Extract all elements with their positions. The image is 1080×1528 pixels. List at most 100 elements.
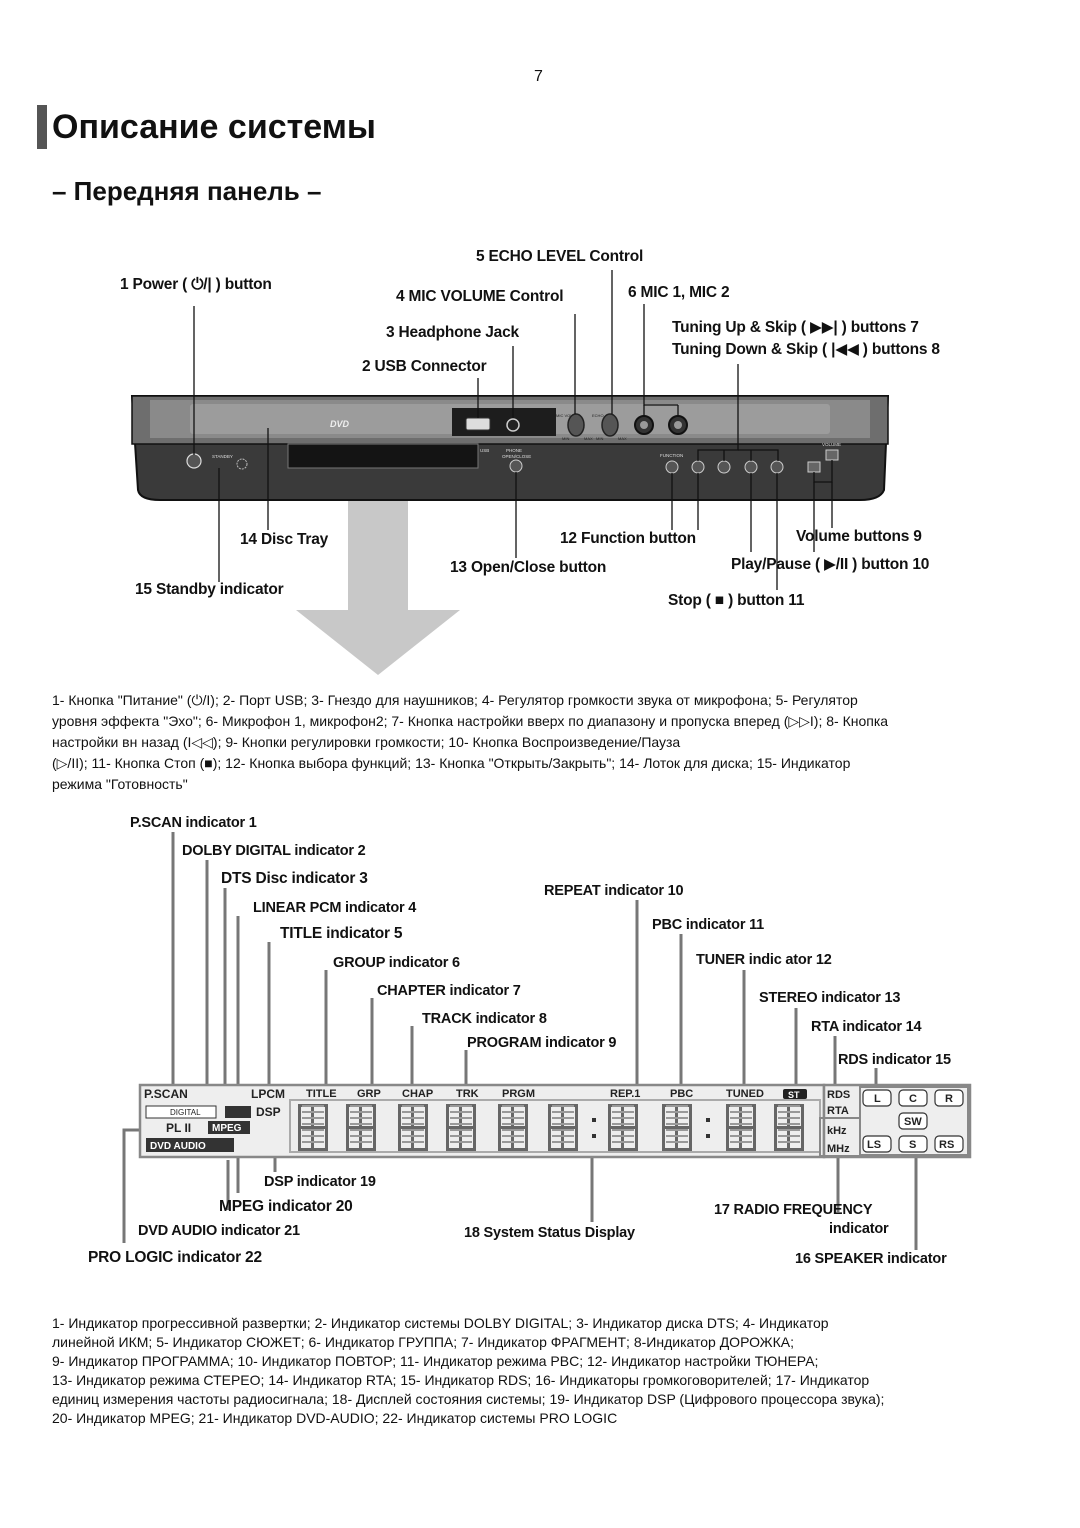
svg-text:PBC: PBC: [670, 1088, 693, 1100]
label-tuning-up: Tuning Up & Skip ( ▶▶| ) buttons 7: [672, 319, 919, 336]
lcd-digit: [608, 1104, 638, 1151]
svg-text:RS: RS: [939, 1139, 954, 1151]
desc-line: настройки вн назад (I◁◁); 9- Кнопки регу…: [52, 734, 681, 750]
label-mic-volume: 4 MIC VOLUME Control: [396, 288, 564, 305]
display-leader-lines: [122, 832, 918, 1250]
label-power-button: 1 Power ( ⏻/| ) button: [120, 276, 272, 293]
lcd-digit: [548, 1104, 578, 1151]
lcd-colon: [592, 1134, 596, 1138]
svg-text:C: C: [909, 1093, 917, 1105]
desc-line: единиц измерения частоты радиосигнала; 1…: [52, 1391, 885, 1407]
svg-text:MPEG: MPEG: [212, 1123, 242, 1134]
display-description: 1- Индикатор прогрессивной развертки; 2-…: [52, 1314, 884, 1428]
svg-text:MIC VOL: MIC VOL: [556, 413, 573, 418]
desc-line: уровня эффекта "Эхо"; 6- Микрофон 1, мик…: [52, 713, 889, 729]
svg-text:LPCM: LPCM: [251, 1087, 285, 1101]
desc-line: 13- Индикатор режима СТЕРЕО; 14- Индикат…: [52, 1372, 870, 1388]
label-usb-connector: 2 USB Connector: [362, 358, 487, 375]
lcd-digit: [726, 1104, 756, 1151]
lcd-digits: [298, 1104, 804, 1151]
desc-line: режима "Готовность": [52, 776, 188, 792]
svg-text:RDS: RDS: [827, 1089, 850, 1101]
label-function-button: 12 Function button: [560, 530, 696, 547]
label-dsp: DSP indicator 19: [264, 1174, 376, 1190]
label-stereo: STEREO indicator 13: [759, 990, 901, 1006]
label-dolby-digital: DOLBY DIGITAL indicator 2: [182, 843, 366, 859]
svg-text:SW: SW: [904, 1116, 922, 1128]
lcd-digit: [298, 1104, 328, 1151]
label-pro-logic: PRO LOGIC indicator 22: [88, 1249, 262, 1266]
svg-text:MAX: MAX: [584, 436, 593, 441]
desc-line: 20- Индикатор MPEG; 21- Индикатор DVD-AU…: [52, 1410, 618, 1426]
label-tuner: TUNER indic ator 12: [696, 952, 832, 968]
svg-text:REP.1: REP.1: [610, 1088, 640, 1100]
svg-text:MAX: MAX: [618, 436, 627, 441]
dvd-logo: DVD: [330, 419, 350, 429]
svg-text:kHz: kHz: [827, 1125, 847, 1137]
svg-text:DVD AUDIO: DVD AUDIO: [150, 1141, 206, 1152]
svg-text:STANDBY: STANDBY: [212, 454, 233, 459]
page-title: Описание системы: [52, 108, 376, 146]
svg-text:LS: LS: [867, 1139, 881, 1151]
svg-text:DSP: DSP: [256, 1105, 281, 1119]
label-dts: DTS Disc indicator 3: [221, 870, 368, 887]
desc-line: 1- Индикатор прогрессивной развертки; 2-…: [52, 1315, 829, 1331]
desc-line: линейной ИКМ; 5- Индикатор СЮЖЕТ; 6- Инд…: [52, 1334, 794, 1350]
label-headphone-jack: 3 Headphone Jack: [386, 324, 519, 341]
svg-text:PRGM: PRGM: [502, 1088, 535, 1100]
label-rds: RDS indicator 15: [838, 1052, 951, 1068]
svg-text:OPEN/CLOSE: OPEN/CLOSE: [502, 454, 531, 459]
svg-text:GRP: GRP: [357, 1088, 381, 1100]
lcd-digit: [446, 1104, 476, 1151]
svg-text:MIN: MIN: [596, 436, 603, 441]
label-open-close: 13 Open/Close button: [450, 559, 607, 576]
label-standby-indicator: 15 Standby indicator: [135, 581, 284, 598]
label-track: TRACK indicator 8: [422, 1011, 547, 1027]
svg-text:MHz: MHz: [827, 1143, 850, 1155]
svg-text:TITLE: TITLE: [306, 1088, 337, 1100]
lcd-colon: [592, 1118, 596, 1122]
label-tuning-down: Tuning Down & Skip ( |◀◀ ) buttons 8: [672, 341, 940, 358]
label-radio-frequency-2: indicator: [829, 1221, 889, 1237]
svg-text:R: R: [945, 1093, 953, 1105]
page-number: 7: [534, 68, 543, 85]
label-program: PROGRAM indicator 9: [467, 1035, 617, 1051]
svg-text:PL II: PL II: [166, 1121, 191, 1135]
label-repeat: REPEAT indicator 10: [544, 883, 684, 899]
down-arrow-graphic: [296, 470, 460, 675]
label-pbc: PBC indicator 11: [652, 917, 765, 933]
lcd-digit: [774, 1104, 804, 1151]
lcd-digit: [498, 1104, 528, 1151]
label-chapter: CHAPTER indicator 7: [377, 983, 521, 999]
lcd-digit: [398, 1104, 428, 1151]
svg-text:P.SCAN: P.SCAN: [144, 1087, 188, 1101]
lcd-digit: [662, 1104, 692, 1151]
label-mic-1-2: 6 MIC 1, MIC 2: [628, 284, 730, 301]
svg-text:L: L: [874, 1093, 881, 1105]
label-radio-frequency: 17 RADIO FREQUENCY: [714, 1202, 873, 1218]
lcd-colon: [706, 1118, 710, 1122]
svg-text:MIN: MIN: [562, 436, 569, 441]
section-subtitle: – Передняя панель –: [52, 176, 322, 206]
desc-line: 1- Кнопка "Питание" (⏻/I); 2- Порт USB; …: [52, 692, 858, 708]
front-panel-diagram: DVD STANDBY USB PHONE OPEN/CLOSE MIC VOL…: [130, 270, 890, 675]
label-echo-level: 5 ECHO LEVEL Control: [476, 248, 644, 265]
label-mpeg: MPEG indicator 20: [219, 1198, 353, 1215]
svg-text:ECHO: ECHO: [592, 413, 604, 418]
label-title-indicator: TITLE indicator 5: [280, 925, 403, 942]
svg-text:CHAP: CHAP: [402, 1088, 433, 1100]
label-rta: RTA indicator 14: [811, 1019, 922, 1035]
svg-text:ST: ST: [788, 1090, 800, 1100]
svg-text:USB: USB: [480, 448, 489, 453]
svg-text:TRK: TRK: [456, 1088, 479, 1100]
label-speaker: 16 SPEAKER indicator: [795, 1251, 947, 1267]
display-diagram: P.SCAN LPCM TITLE GRP CHAP TRK PRGM REP.…: [122, 832, 972, 1250]
svg-text:S: S: [909, 1139, 916, 1151]
front-panel-description: 1- Кнопка "Питание" (⏻/I); 2- Порт USB; …: [52, 690, 888, 795]
label-dvd-audio: DVD AUDIO indicator 21: [138, 1223, 300, 1239]
label-system-status: 18 System Status Display: [464, 1225, 635, 1241]
label-linear-pcm: LINEAR PCM indicator 4: [253, 900, 417, 916]
desc-line: 9- Индикатор ПРОГРАММА; 10- Индикатор ПО…: [52, 1353, 819, 1369]
desc-line: (▷/II); 11- Кнопка Стоп (■); 12- Кнопка …: [52, 755, 851, 771]
label-group: GROUP indicator 6: [333, 955, 460, 971]
